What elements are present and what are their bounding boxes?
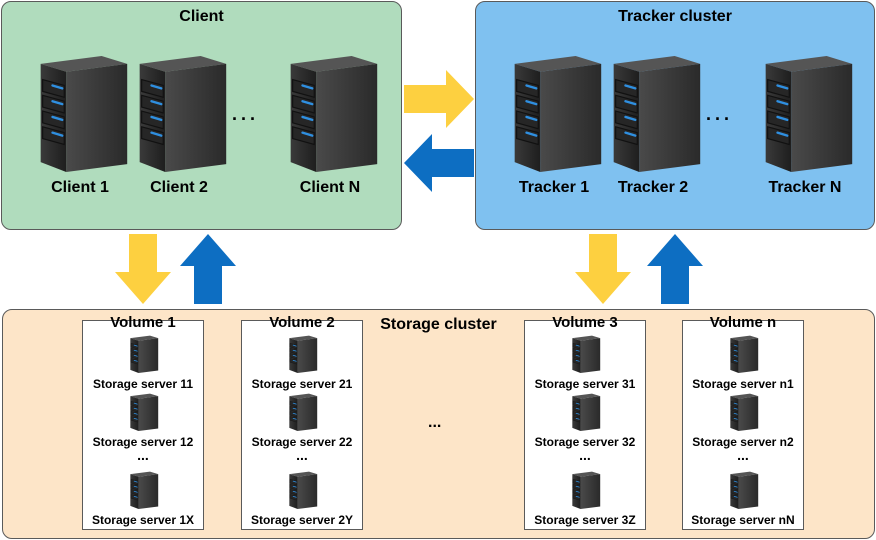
storage-server-label: Storage server n2 bbox=[692, 435, 794, 449]
storage-server-label: Storage server 11 bbox=[92, 377, 194, 391]
storage-server-label: Storage server 32 bbox=[534, 435, 636, 449]
server-icon bbox=[603, 54, 703, 172]
storage-server-label: Storage server 2Y bbox=[250, 513, 354, 527]
server-icon bbox=[30, 54, 130, 172]
tracker-cluster-title: Tracker cluster bbox=[618, 8, 732, 25]
storage-server-label: Storage server 22 bbox=[251, 435, 353, 449]
server-icon bbox=[504, 54, 604, 172]
arrow-right-icon bbox=[404, 70, 474, 128]
tracker-node-label: Tracker 1 bbox=[518, 179, 590, 196]
server-icon bbox=[286, 393, 318, 431]
arrow-left-icon bbox=[404, 134, 474, 192]
volume-title: Volume 3 bbox=[552, 314, 618, 331]
storage-server-label: Storage server 1X bbox=[91, 513, 195, 527]
storage-server: Storage server 11 bbox=[83, 335, 203, 391]
volume-2-box: Volume 2 Storage server 21 Storage serve… bbox=[241, 314, 363, 530]
volume-1-box: Volume 1 Storage server 11 Storage serve… bbox=[82, 314, 204, 530]
storage-server-label: Storage server 31 bbox=[534, 377, 636, 391]
server-icon bbox=[569, 471, 601, 509]
client-node-label: Client 1 bbox=[51, 179, 109, 196]
storage-server-label: Storage server 12 bbox=[92, 435, 194, 449]
client-node-2: Client 2 bbox=[129, 54, 229, 197]
storage-server: Storage server 3Z bbox=[525, 471, 645, 527]
storage-server-label: Storage server n1 bbox=[692, 377, 794, 391]
storage-cluster-title: Storage cluster bbox=[380, 316, 497, 333]
client-node-1: Client 1 bbox=[30, 54, 130, 197]
storage-server: Storage server 31 bbox=[525, 335, 645, 391]
volume-ellipsis: ... bbox=[137, 447, 149, 463]
server-icon bbox=[727, 471, 759, 509]
storage-server-label: Storage server nN bbox=[691, 513, 795, 527]
client-node-n: Client N bbox=[280, 54, 380, 197]
tracker-node-1: Tracker 1 bbox=[504, 54, 604, 197]
client-ellipsis: ... bbox=[232, 104, 260, 124]
tracker-ellipsis: ... bbox=[706, 104, 734, 124]
client-node-label: Client N bbox=[299, 179, 361, 196]
client-node-label: Client 2 bbox=[150, 179, 208, 196]
server-icon bbox=[727, 393, 759, 431]
server-icon bbox=[127, 471, 159, 509]
volume-n-box: Volume n Storage server n1 Storage serve… bbox=[682, 314, 804, 530]
arrow-down-icon bbox=[575, 234, 631, 304]
server-icon bbox=[569, 393, 601, 431]
storage-ellipsis: ... bbox=[428, 414, 442, 431]
arrow-up-icon bbox=[647, 234, 703, 304]
server-icon bbox=[569, 335, 601, 373]
tracker-node-label: Tracker 2 bbox=[617, 179, 689, 196]
client-cluster-title: Client bbox=[179, 8, 224, 25]
storage-server-label: Storage server 3Z bbox=[534, 513, 636, 527]
server-icon bbox=[727, 335, 759, 373]
volume-ellipsis: ... bbox=[296, 447, 308, 463]
server-icon bbox=[127, 335, 159, 373]
volume-title: Volume n bbox=[709, 314, 777, 331]
volume-title: Volume 2 bbox=[269, 314, 335, 331]
tracker-node-n: Tracker N bbox=[755, 54, 855, 197]
volume-title: Volume 1 bbox=[110, 314, 176, 331]
arrow-up-icon bbox=[180, 234, 236, 304]
volume-3-box: Volume 3 Storage server 31 Storage serve… bbox=[524, 314, 646, 530]
volume-ellipsis: ... bbox=[579, 447, 591, 463]
tracker-node-label: Tracker N bbox=[768, 179, 842, 196]
storage-server: Storage server 21 bbox=[242, 335, 362, 391]
volume-ellipsis: ... bbox=[737, 447, 749, 463]
server-icon bbox=[286, 471, 318, 509]
storage-server: Storage server 22 bbox=[242, 393, 362, 449]
storage-server-label: Storage server 21 bbox=[251, 377, 353, 391]
storage-server: Storage server 2Y bbox=[242, 471, 362, 527]
server-icon bbox=[286, 335, 318, 373]
server-icon bbox=[127, 393, 159, 431]
storage-server: Storage server nN bbox=[683, 471, 803, 527]
tracker-node-2: Tracker 2 bbox=[603, 54, 703, 197]
storage-server: Storage server n2 bbox=[683, 393, 803, 449]
server-icon bbox=[129, 54, 229, 172]
storage-server: Storage server n1 bbox=[683, 335, 803, 391]
storage-server: Storage server 32 bbox=[525, 393, 645, 449]
storage-server: Storage server 1X bbox=[83, 471, 203, 527]
storage-server: Storage server 12 bbox=[83, 393, 203, 449]
arrow-down-icon bbox=[115, 234, 171, 304]
server-icon bbox=[280, 54, 380, 172]
server-icon bbox=[755, 54, 855, 172]
